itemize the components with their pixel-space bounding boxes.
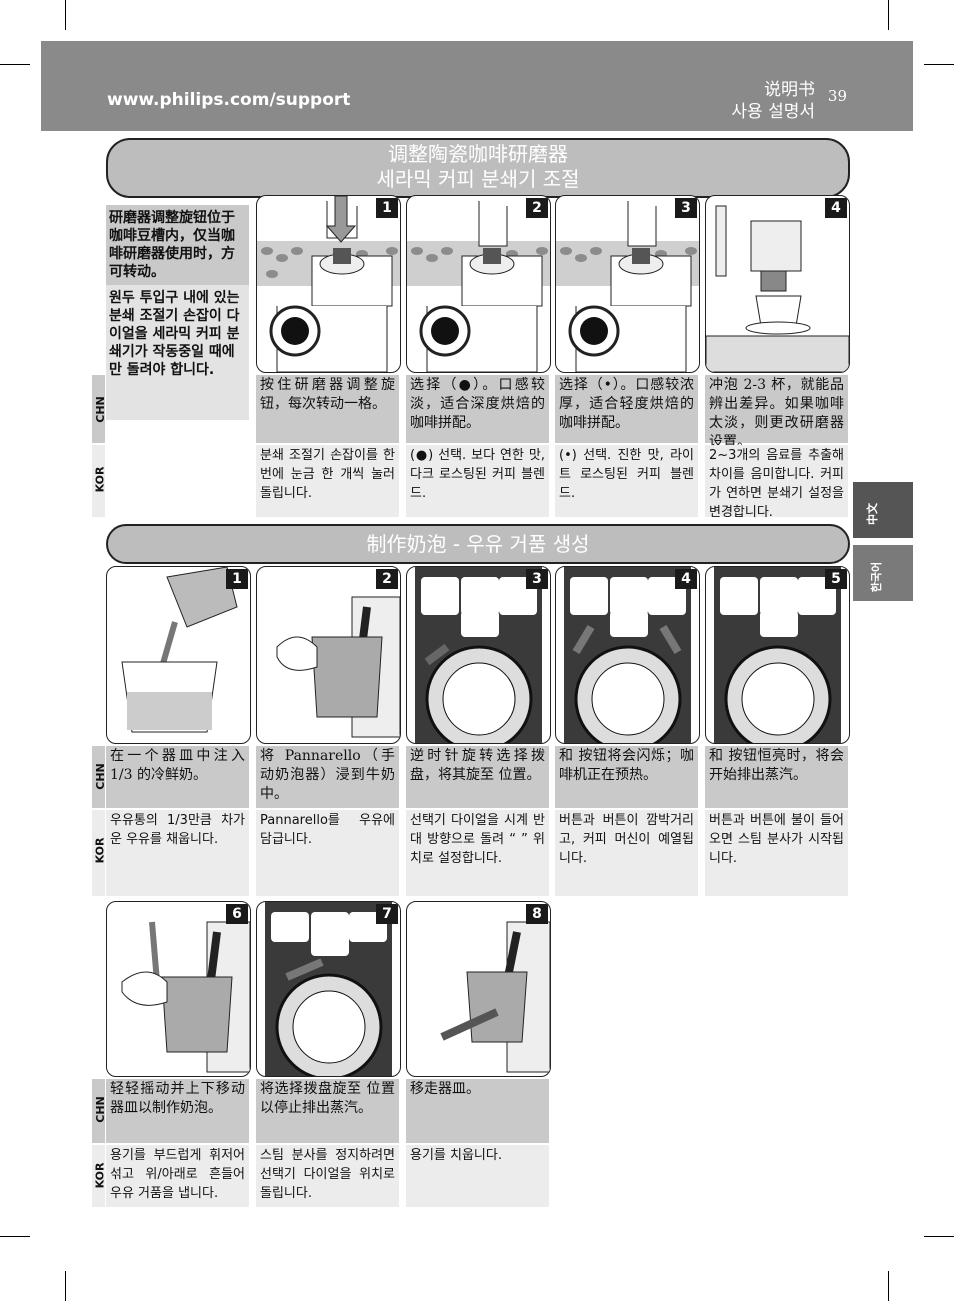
control-panel-illustration [415, 567, 542, 743]
froth-step1-zh: 在一个器皿中注入 1/3 的冷鲜奶。 [106, 746, 249, 808]
step-number: 5 [825, 569, 847, 589]
manual-title-ko: 사용 설명서 [731, 102, 815, 122]
froth-step2-zh: 将 Pannarello（手动奶泡器）浸到牛奶中。 [256, 746, 399, 808]
step-number: 2 [526, 198, 548, 218]
grinder-knob-illustration [556, 201, 699, 372]
grinder-note: 研磨器调整旋钮位于咖啡豆槽内，仅当咖啡研磨器使用时，方可转动。 원두 투입구 내… [106, 205, 249, 420]
froth-step6-ko: 용기를 부드럽게 휘저어 섞고 위/아래로 흔들어 우유 거품을 냅니다. [106, 1145, 249, 1207]
crop-mark [0, 1236, 30, 1237]
step-number: 1 [226, 569, 248, 589]
step2-zh: 选择（●）。口感较淡，适合深度烘焙的咖啡拼配。 [406, 375, 549, 443]
step1-ko: 분쇄 조절기 손잡이를 한 번에 눈금 한 개씩 눌러 돌립니다. [256, 445, 399, 517]
froth-step8-zh: 移走器皿。 [406, 1079, 549, 1143]
manual-title-zh: 说明书 [764, 80, 815, 100]
step-number: 6 [226, 904, 248, 924]
step-number: 8 [526, 904, 548, 924]
crop-mark [0, 64, 30, 65]
label-kor: KOR [92, 810, 106, 896]
froth-step5-zh: 和 按钮恒亮时，将会开始排出蒸汽。 [705, 746, 848, 808]
step-number: 2 [376, 569, 398, 589]
support-url[interactable]: www.philips.com/support [107, 90, 351, 110]
milk-pour-illustration: 1 [106, 566, 251, 744]
step3-ko: (•) 선택. 진한 맛, 라이트 로스팅된 커피 블렌드. [555, 445, 698, 517]
grinder-note-zh: 研磨器调整旋钮位于咖啡豆槽内，仅当咖啡研磨器使用时，方可转动。 [106, 205, 249, 285]
froth-swirl-illustration: 6 [106, 901, 251, 1077]
remove-jug-illustration: 8 [406, 901, 551, 1077]
froth-step3-zh: 逆时针旋转选择拨盘，将其旋至 位置。 [406, 746, 549, 808]
label-kor: KOR [92, 445, 106, 517]
control-panel-illustration [714, 567, 841, 743]
froth-step4-zh: 和 按钮将会闪烁；咖啡机正在预热。 [555, 746, 698, 808]
grinder-illustration-3: 3 [555, 195, 700, 373]
froth-step5-ko: 버튼과 버튼에 불이 들어오면 스팀 분사가 시작됩니다. [705, 810, 848, 896]
jug-illustration [121, 567, 238, 733]
page-header: www.philips.com/support 说明书 사용 설명서 39 [41, 41, 913, 131]
step-number: 4 [675, 569, 697, 589]
froth-step4-ko: 버튼과 버튼이 깜박거리고, 커피 머신이 예열됩니다. [555, 810, 698, 896]
label-kor: KOR [92, 1145, 106, 1207]
step-number: 4 [825, 198, 847, 218]
crop-mark [888, 1271, 889, 1301]
manual-title: 说明书 사용 설명서 [731, 79, 815, 123]
jug-illustration [440, 921, 550, 1073]
tab-chinese: 中文 [853, 482, 913, 538]
grinder-knob-illustration [257, 196, 400, 372]
dial-illustration-3: 3 [406, 566, 551, 744]
froth-step3-ko: 선택기 다이얼을 시계 반대 방향으로 돌려 “ ” 위치로 설정합니다. [406, 810, 549, 896]
tab-korean: 한국어 [853, 545, 913, 601]
grinder-knob-illustration [407, 201, 550, 372]
froth-step6-zh: 轻轻摇动并上下移动器皿以制作奶泡。 [106, 1079, 249, 1143]
espresso-illustration: 4 [705, 195, 850, 373]
froth-step7-ko: 스팀 분사를 정지하려면 선택기 다이얼을 위치로 돌립니다. [256, 1145, 399, 1207]
section1-title-ko: 세라믹 커피 분쇄기 조절 [376, 167, 580, 191]
step2-ko: (●) 선택. 보다 연한 맛, 다크 로스팅된 커피 블렌드. [406, 445, 549, 517]
step3-zh: 选择（•）。口感较浓厚，适合轻度烘焙的咖啡拼配。 [555, 375, 698, 443]
coffee-cup-illustration [706, 205, 849, 372]
grinder-illustration-1: 1 [256, 195, 401, 373]
page-number: 39 [827, 87, 847, 105]
jug-illustration [121, 921, 250, 1073]
grinder-note-ko: 원두 투입구 내에 있는 분쇄 조절기 손잡이 다이얼을 세라믹 커피 분쇄기가… [109, 290, 240, 378]
pannarello-illustration: 2 [256, 566, 401, 744]
dial-illustration-4: 4 [555, 566, 700, 744]
step1-zh: 按住研磨器调整旋钮，每次转动一格。 [256, 375, 399, 443]
control-panel-illustration [564, 567, 691, 743]
crop-mark [924, 1236, 954, 1237]
crop-mark [888, 0, 889, 30]
step-number: 1 [376, 198, 398, 218]
dial-illustration-5: 5 [705, 566, 850, 744]
crop-mark [924, 64, 954, 65]
section1-title: 调整陶瓷咖啡研磨器 세라믹 커피 분쇄기 조절 [106, 138, 850, 198]
step4-ko: 2~3개의 음료를 추출해 차이를 음미합니다. 커피가 연하면 분쇄기 설정을… [705, 445, 848, 520]
section2-title: 制作奶泡 - 우유 거품 생성 [106, 524, 850, 564]
dial-illustration-7: 7 [256, 901, 401, 1077]
label-chn: CHN [92, 375, 107, 443]
step4-zh: 冲泡 2-3 杯，就能品辨出差异。如果咖啡太淡，则更改研磨器设置。 [705, 375, 848, 450]
step-number: 3 [675, 198, 697, 218]
section1-title-zh: 调整陶瓷咖啡研磨器 [388, 142, 568, 166]
froth-step2-ko: Pannarello를 우유에 담급니다. [256, 810, 399, 896]
step-number: 7 [376, 904, 398, 924]
label-chn: CHN [92, 1079, 107, 1143]
froth-step7-zh: 将选择拨盘旋至 位置以停止排出蒸汽。 [256, 1079, 399, 1143]
froth-step1-ko: 우유통의 1/3만큼 차가운 우유를 채웁니다. [106, 810, 249, 896]
label-chn: CHN [92, 746, 107, 808]
step-number: 3 [526, 569, 548, 589]
grinder-illustration-2: 2 [406, 195, 551, 373]
control-panel-illustration [265, 902, 392, 1076]
steam-wand-illustration [276, 596, 400, 738]
crop-mark [65, 1271, 66, 1301]
froth-step8-ko: 용기를 치웁니다. [406, 1145, 549, 1207]
crop-mark [65, 0, 66, 30]
